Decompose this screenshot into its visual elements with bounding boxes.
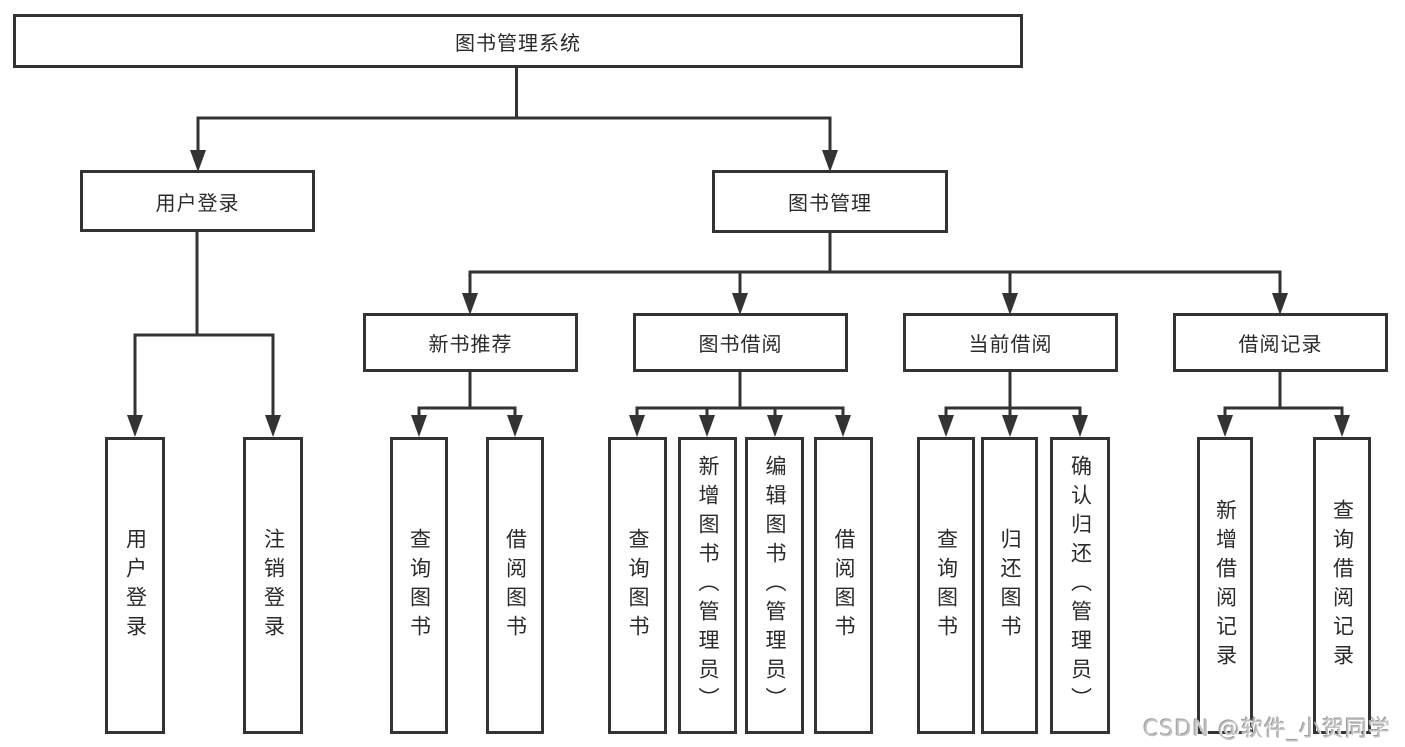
node-new-book-recommendation: 新书推荐 — [363, 313, 578, 372]
leaf-logout: 注销登录 — [243, 437, 303, 734]
leaf-query-books-recommend: 查询图书 — [390, 437, 448, 734]
node-library-management-system: 图书管理系统 — [13, 14, 1023, 68]
leaf-edit-books-admin: 编辑图书（管理员） — [745, 437, 804, 734]
node-current-borrowing: 当前借阅 — [903, 313, 1118, 372]
leaf-add-books-admin: 新增图书（管理员） — [678, 437, 737, 734]
leaf-return-books: 归还图书 — [981, 437, 1038, 734]
leaf-query-books-current: 查询图书 — [917, 437, 975, 734]
node-book-borrowing: 图书借阅 — [633, 313, 848, 372]
node-user-login: 用户登录 — [80, 170, 315, 232]
leaf-borrow-books-borrowing: 借阅图书 — [814, 437, 873, 734]
leaf-query-books-borrowing: 查询图书 — [608, 437, 667, 734]
node-book-management: 图书管理 — [712, 170, 948, 233]
leaf-borrow-books-recommend: 借阅图书 — [486, 437, 544, 734]
leaf-query-borrowing-record: 查询借阅记录 — [1313, 437, 1371, 734]
leaf-add-borrowing-record: 新增借阅记录 — [1197, 437, 1253, 734]
node-borrowing-records: 借阅记录 — [1173, 313, 1388, 372]
leaf-user-login: 用户登录 — [105, 437, 165, 734]
leaf-confirm-return-admin: 确认归还（管理员） — [1050, 437, 1110, 734]
